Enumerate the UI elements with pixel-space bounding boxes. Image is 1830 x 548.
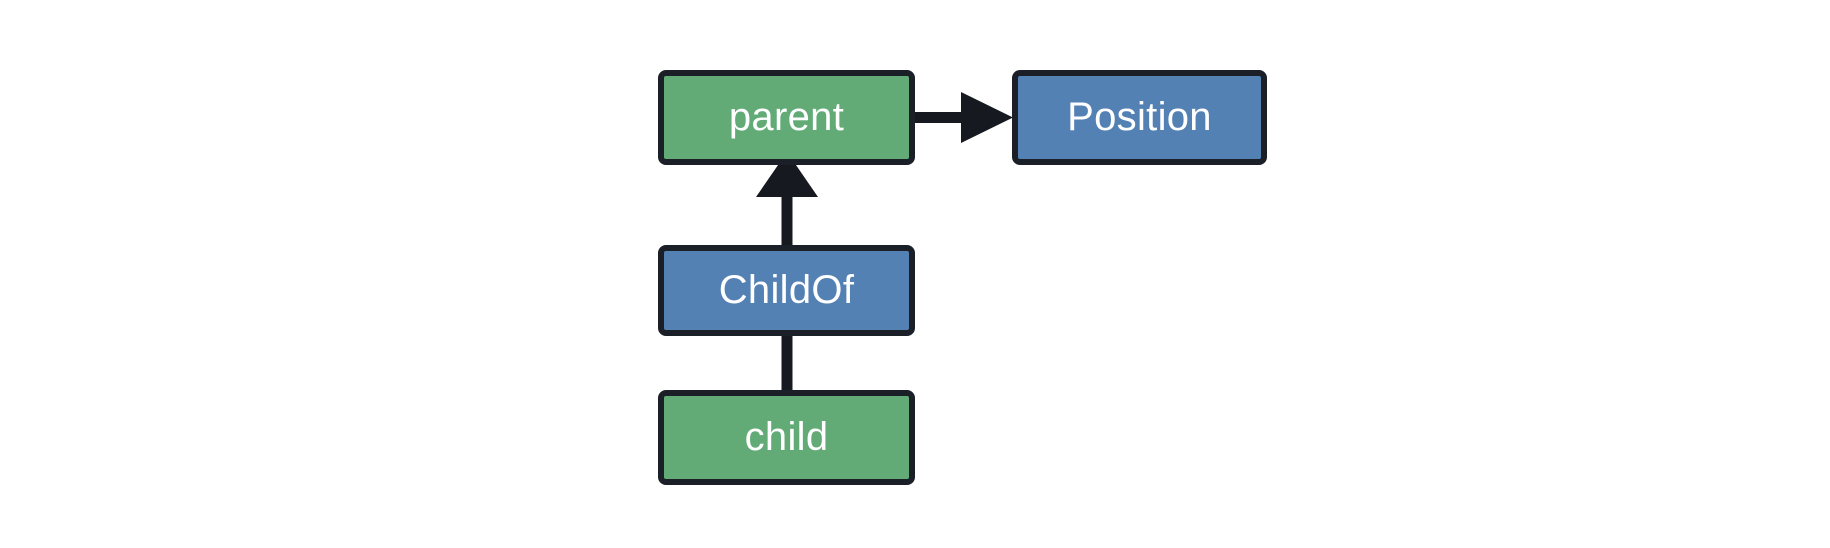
edge-child-to-childof: [781, 330, 793, 394]
node-child[interactable]: child: [658, 390, 915, 485]
node-parent[interactable]: parent: [658, 70, 915, 165]
node-position-label: Position: [1067, 94, 1212, 139]
edge-childof-to-parent: [756, 152, 818, 250]
node-childof-label: ChildOf: [718, 267, 855, 312]
node-position[interactable]: Position: [1012, 70, 1267, 165]
node-childof[interactable]: ChildOf: [658, 245, 915, 336]
node-child-label: child: [744, 414, 829, 459]
edge-parent-to-position: [912, 92, 1013, 143]
node-parent-label: parent: [728, 94, 845, 139]
